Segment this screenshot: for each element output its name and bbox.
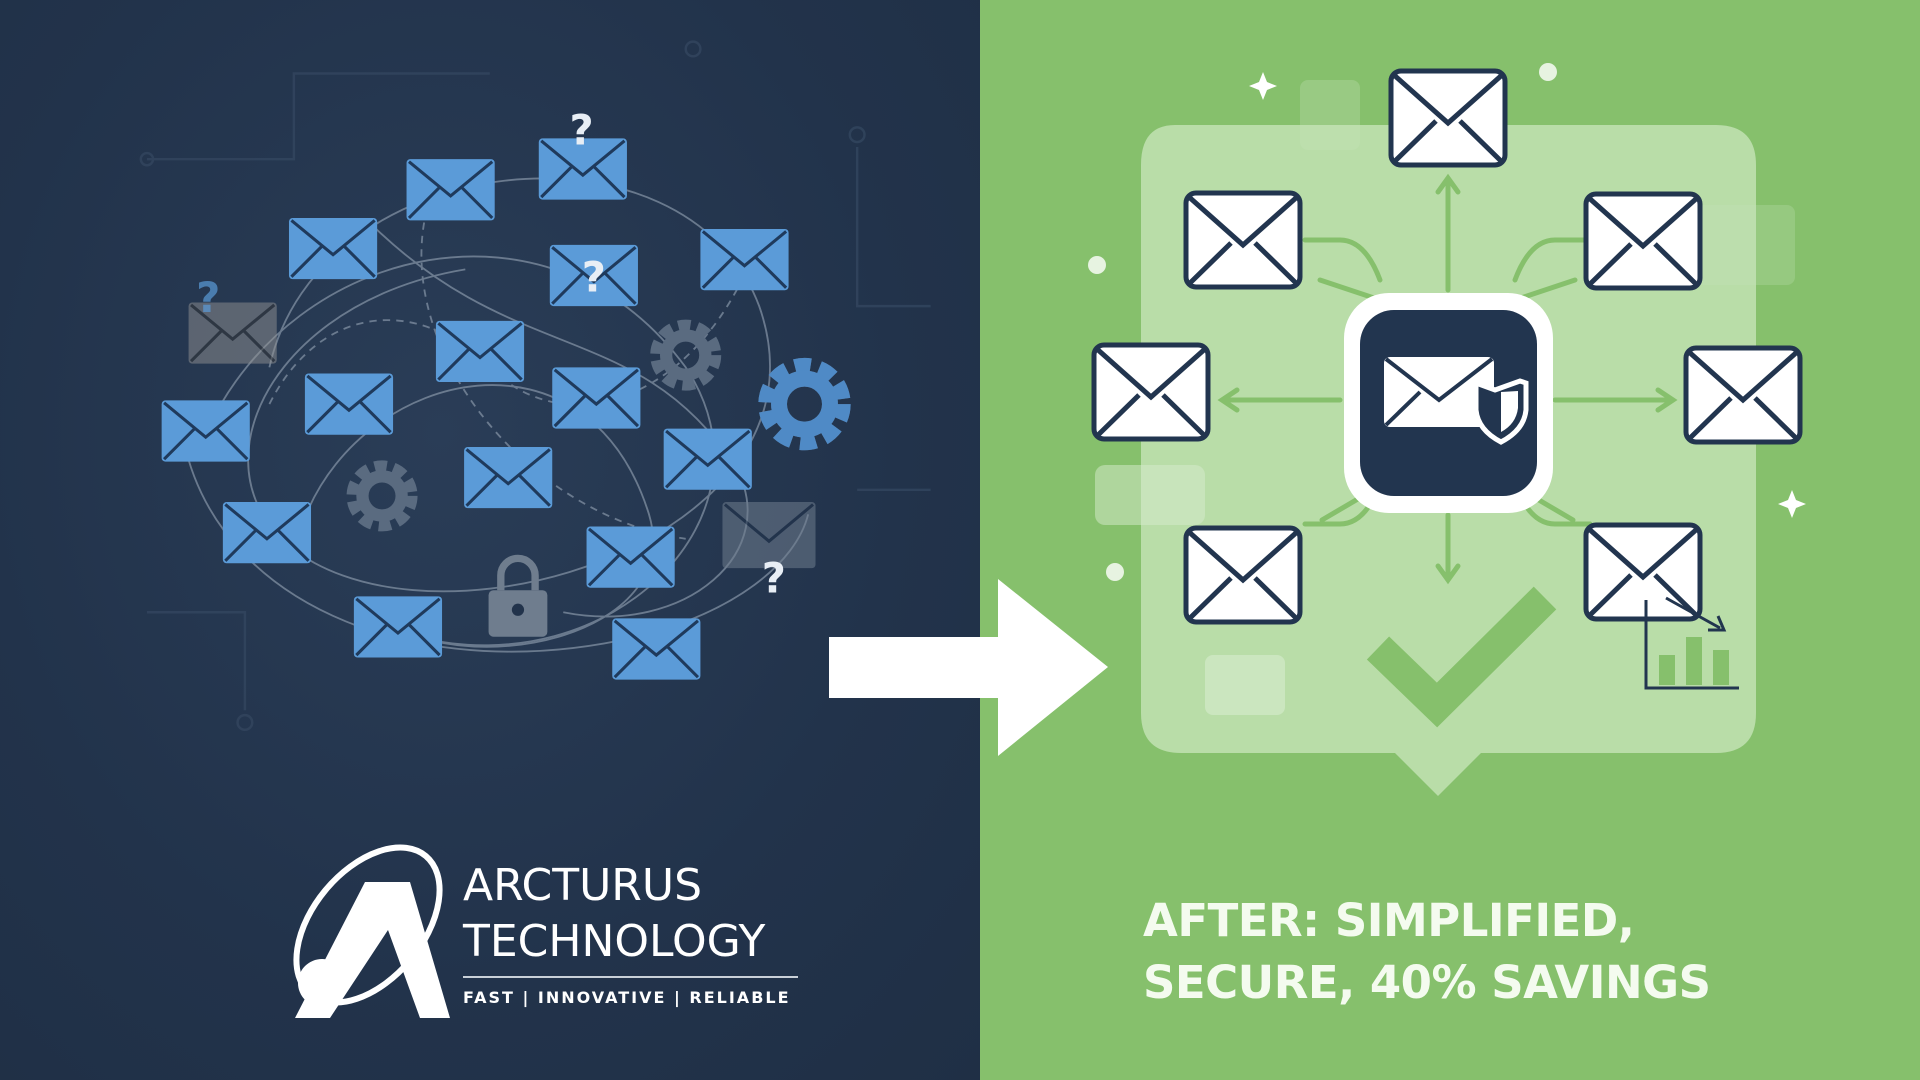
- company-name-line1: ARCTURUS: [463, 860, 702, 911]
- question-mark-icon: ?: [196, 273, 220, 322]
- envelope-icon: [662, 427, 754, 492]
- lock-icon: [488, 554, 548, 637]
- company-tagline: FAST | INNOVATIVE | RELIABLE: [463, 988, 791, 1007]
- after-diagram: [1088, 63, 1806, 796]
- envelope-icon: [1686, 348, 1800, 442]
- arrow-right-icon: [829, 579, 1108, 756]
- envelope-icon: [585, 525, 677, 590]
- envelope-icon: [722, 502, 816, 569]
- divider: [463, 976, 798, 978]
- headline-line1: AFTER: SIMPLIFIED,: [1143, 894, 1635, 947]
- gear-icon: [758, 369, 851, 439]
- arcturus-logo-mark: [293, 844, 450, 1018]
- envelope-icon: [221, 500, 313, 565]
- question-mark-icon: ?: [762, 554, 786, 603]
- envelope-icon: [1391, 71, 1505, 165]
- question-mark-icon: ?: [582, 252, 606, 301]
- envelope-icon: [303, 371, 395, 437]
- secure-mail-hub-icon: [1344, 293, 1553, 513]
- company-logo-text: ARCTURUS TECHNOLOGY FAST | INNOVATIVE | …: [463, 858, 798, 1007]
- sparkle-icon: [1088, 63, 1806, 581]
- checkmark-icon: [1366, 586, 1557, 728]
- envelope-icon: [550, 365, 642, 431]
- bar-chart-down-icon: [1644, 596, 1739, 690]
- question-mark-icon: ?: [570, 105, 594, 154]
- envelope-icon: [352, 594, 444, 660]
- envelope-icon: [1186, 193, 1300, 287]
- envelope-icon: [698, 227, 791, 292]
- envelope-icon: [287, 216, 379, 281]
- envelope-icon: [160, 398, 252, 464]
- gear-icon: [355, 469, 409, 523]
- after-headline: AFTER: SIMPLIFIED, SECURE, 40% SAVINGS: [1143, 890, 1711, 1014]
- envelope-icon: [610, 616, 702, 682]
- envelope-icon: [1186, 528, 1300, 622]
- envelope-icon: [1094, 345, 1208, 439]
- envelope-icon: [1586, 194, 1700, 288]
- company-name-line2: TECHNOLOGY: [463, 916, 766, 967]
- headline-line2: SECURE, 40% SAVINGS: [1143, 956, 1711, 1009]
- envelope-icon: [1586, 525, 1700, 619]
- envelope-icon: [405, 157, 497, 222]
- envelope-icon: [434, 319, 526, 384]
- envelope-icon: [462, 445, 554, 510]
